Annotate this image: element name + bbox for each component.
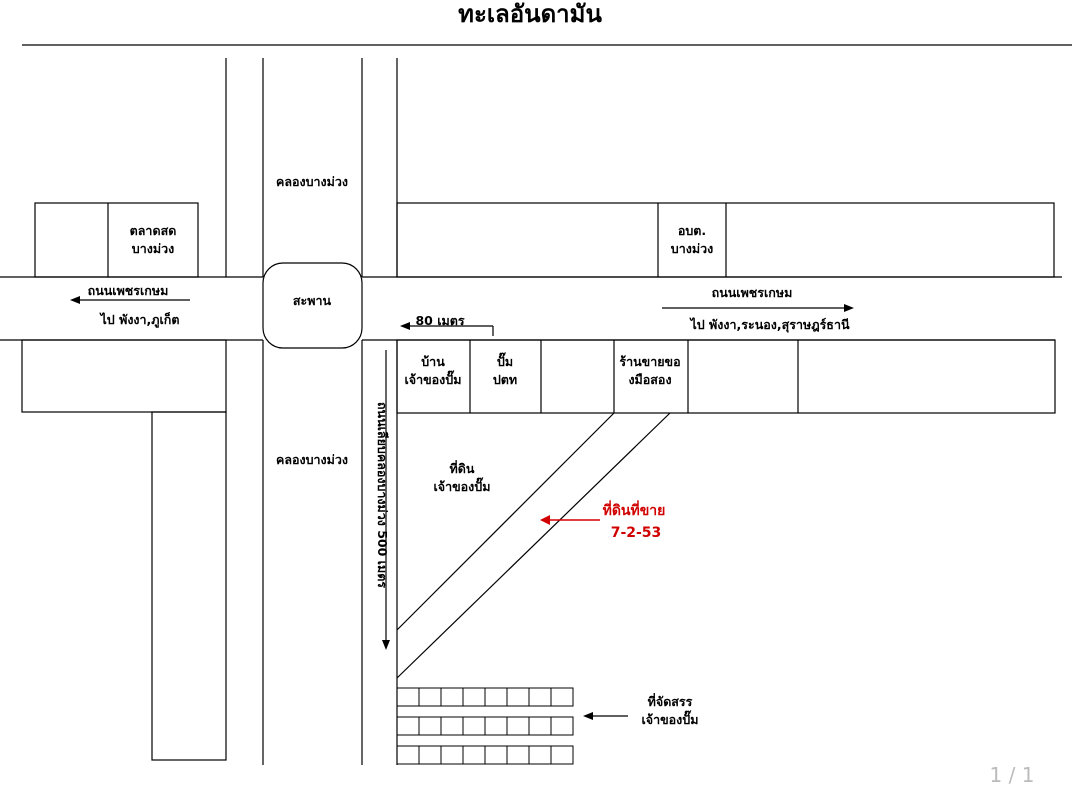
bridge-label: สะพาน: [293, 293, 332, 308]
allotment-lot: [462, 687, 486, 707]
allotment-lot: [484, 687, 508, 707]
allotment-lot: [462, 745, 486, 765]
allotment-lot: [528, 716, 552, 736]
allotment-lot: [484, 745, 508, 765]
allotment-lot: [550, 716, 574, 736]
canal-label-top: คลองบางม่วง: [276, 174, 348, 189]
owner-house-label: บ้านเจ้าของปั๊ม: [405, 354, 462, 387]
pump-label: ปั๊มปตท: [493, 352, 517, 387]
allotment-lot: [440, 716, 464, 736]
allotment-lot: [396, 687, 420, 707]
plot-for-sale-label: ที่ดินที่ขาย: [603, 500, 666, 519]
allotment-lot: [418, 716, 442, 736]
shop-row: [396, 339, 1056, 414]
plot-for-sale-outline: [396, 412, 671, 679]
allotment-lot: [550, 745, 574, 765]
allotment-lot: [440, 687, 464, 707]
canal-lines: [225, 58, 398, 765]
bridge-shape: [262, 262, 363, 349]
allotment-lot: [528, 745, 552, 765]
arrow-left-icon: [70, 296, 190, 304]
road-right-destination: ไป พังงา,ระนอง,สุราษฎร์ธานี: [688, 317, 849, 333]
distance-80-arrow: [400, 322, 494, 336]
distance-80-label: 80 เมตร: [415, 313, 464, 328]
allotment-lot: [506, 745, 530, 765]
allotment-grid: [396, 687, 574, 765]
road-right-label: ถนนเพชรเกษม: [712, 285, 793, 300]
sale-pointer-arrow: [540, 515, 600, 525]
canal-side-road-label: ถนนเลียบคลองบางม่วง 500 เมตร: [375, 402, 390, 588]
obt-block: [396, 202, 1055, 278]
road-left-label: ถนนเพชรเกษม: [88, 283, 169, 298]
allotment-lot: [550, 687, 574, 707]
map-title: ทะเลอันดามัน: [458, 0, 602, 28]
allotment-arrow: [583, 712, 628, 720]
allotment-lot: [506, 687, 530, 707]
market-block: [34, 202, 199, 278]
plot-number: 7-2-53: [611, 525, 662, 541]
road-left-destination: ไป พังงา,ภูเก็ต: [99, 312, 180, 328]
allotment-lot: [462, 716, 486, 736]
canal-label-bottom: คลองบางม่วง: [276, 452, 348, 467]
market-label: ตลาดสดบางม่วง: [130, 223, 177, 256]
canal-side-road-arrow: [382, 350, 390, 650]
secondhand-shop-label: ร้านขายของมือสอง: [619, 354, 680, 387]
owner-land-label: ที่ดินเจ้าของปั๊ม: [434, 460, 491, 494]
allotment-lot: [506, 716, 530, 736]
allotment-label: ที่จัดสรรเจ้าของปั๊ม: [642, 693, 699, 727]
allotment-lot: [484, 716, 508, 736]
page-indicator: 1 / 1: [990, 763, 1035, 785]
allotment-lot: [418, 745, 442, 765]
arrow-right-icon: [662, 304, 854, 312]
allotment-lot: [528, 687, 552, 707]
allotment-lot: [418, 687, 442, 707]
allotment-lot: [396, 716, 420, 736]
allotment-lot: [396, 745, 420, 765]
lower-left-blocks: [21, 339, 227, 761]
obt-label: อบต.บางม่วง: [671, 223, 713, 256]
allotment-lot: [440, 745, 464, 765]
